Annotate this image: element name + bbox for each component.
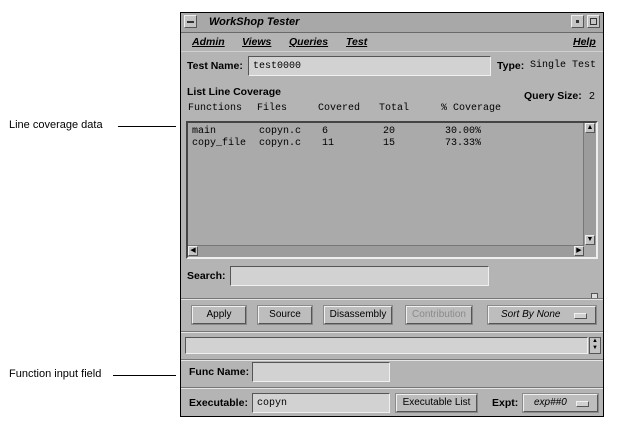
list-title: List Line Coverage xyxy=(187,86,281,98)
window-menu-icon xyxy=(187,21,194,23)
minimize-icon xyxy=(576,20,579,23)
menu-bar: Admin Views Queries Test Help xyxy=(181,33,603,52)
option-menu-icon xyxy=(576,401,589,407)
test-name-field[interactable] xyxy=(248,56,491,76)
source-button[interactable]: Source xyxy=(258,306,312,324)
cell-covered: 11 xyxy=(322,138,335,149)
expt-label: Expt: xyxy=(492,397,519,409)
menu-queries[interactable]: Queries xyxy=(289,36,329,48)
scroll-down-icon[interactable]: ▼ xyxy=(585,235,595,245)
option-menu-icon xyxy=(574,313,587,319)
workshop-tester-window: WorkShop Tester Admin Views Queries Test… xyxy=(180,12,604,417)
sort-option-label: Sort By None xyxy=(501,309,561,320)
expt-option-label: exp##0 xyxy=(534,397,567,408)
query-size-value: 2 xyxy=(589,90,595,102)
search-label: Search: xyxy=(187,270,226,282)
func-name-field[interactable] xyxy=(252,362,390,382)
title-bar[interactable]: WorkShop Tester xyxy=(181,13,603,33)
menu-views[interactable]: Views xyxy=(242,36,272,48)
maximize-icon xyxy=(590,18,597,25)
type-value: Single Test xyxy=(530,60,597,71)
divider xyxy=(181,298,603,300)
window-title: WorkShop Tester xyxy=(209,16,300,28)
column-header-total: Total xyxy=(379,103,410,114)
test-name-label: Test Name: xyxy=(187,60,243,72)
menu-help[interactable]: Help xyxy=(573,36,596,48)
query-size-label: Query Size: xyxy=(524,90,582,102)
contribution-button[interactable]: Contribution xyxy=(406,306,472,324)
annotation-line-coverage: Line coverage data xyxy=(9,119,103,131)
column-header-covered: Covered xyxy=(318,103,361,114)
executable-list-button[interactable]: Executable List xyxy=(396,394,477,412)
divider xyxy=(181,331,603,333)
column-header-functions: Functions xyxy=(188,103,243,114)
search-input[interactable] xyxy=(230,266,489,286)
cell-function: copy_file xyxy=(192,138,247,149)
divider xyxy=(181,387,603,389)
menu-admin[interactable]: Admin xyxy=(192,36,225,48)
expt-option-menu[interactable]: exp##0 xyxy=(523,394,598,412)
menu-test[interactable]: Test xyxy=(346,36,368,48)
spinner-down-icon[interactable]: ▼ xyxy=(592,345,598,351)
annotation-function-input-leader xyxy=(113,375,176,376)
spinner-up-icon[interactable]: ▲ xyxy=(592,338,598,344)
annotation-line-coverage-leader xyxy=(118,126,176,127)
horizontal-scrollbar[interactable]: ◀ ▶ xyxy=(188,245,584,257)
sort-option-menu[interactable]: Sort By None xyxy=(488,306,596,324)
cell-total: 20 xyxy=(383,126,396,137)
maximize-button[interactable] xyxy=(587,15,600,28)
window-menu-button[interactable] xyxy=(184,15,197,28)
message-spinner[interactable]: ▲ ▼ xyxy=(589,337,601,354)
cell-function: main xyxy=(192,126,217,137)
apply-button[interactable]: Apply xyxy=(192,306,246,324)
scroll-up-icon[interactable]: ▲ xyxy=(585,123,595,133)
message-field xyxy=(185,337,588,354)
column-header-files: Files xyxy=(257,103,288,114)
executable-label: Executable: xyxy=(189,397,248,409)
cell-coverage: 30.00% xyxy=(445,126,482,137)
disassembly-button[interactable]: Disassembly xyxy=(324,306,392,324)
column-header-coverage: % Coverage xyxy=(441,103,502,114)
cell-file: copyn.c xyxy=(259,126,302,137)
scroll-left-icon[interactable]: ◀ xyxy=(188,246,198,256)
executable-field[interactable] xyxy=(252,393,390,413)
coverage-list[interactable]: main copyn.c 6 20 30.00% copy_file copyn… xyxy=(186,121,598,259)
cell-file: copyn.c xyxy=(259,138,302,149)
divider xyxy=(181,359,603,361)
annotation-function-input: Function input field xyxy=(9,368,102,380)
cell-covered: 6 xyxy=(322,126,329,137)
cell-total: 15 xyxy=(383,138,396,149)
type-label: Type: xyxy=(497,60,525,72)
func-name-label: Func Name: xyxy=(189,366,250,378)
cell-coverage: 73.33% xyxy=(445,138,482,149)
scroll-right-icon[interactable]: ▶ xyxy=(574,246,584,256)
minimize-button[interactable] xyxy=(571,15,584,28)
vertical-scrollbar[interactable]: ▲ ▼ xyxy=(583,123,596,245)
